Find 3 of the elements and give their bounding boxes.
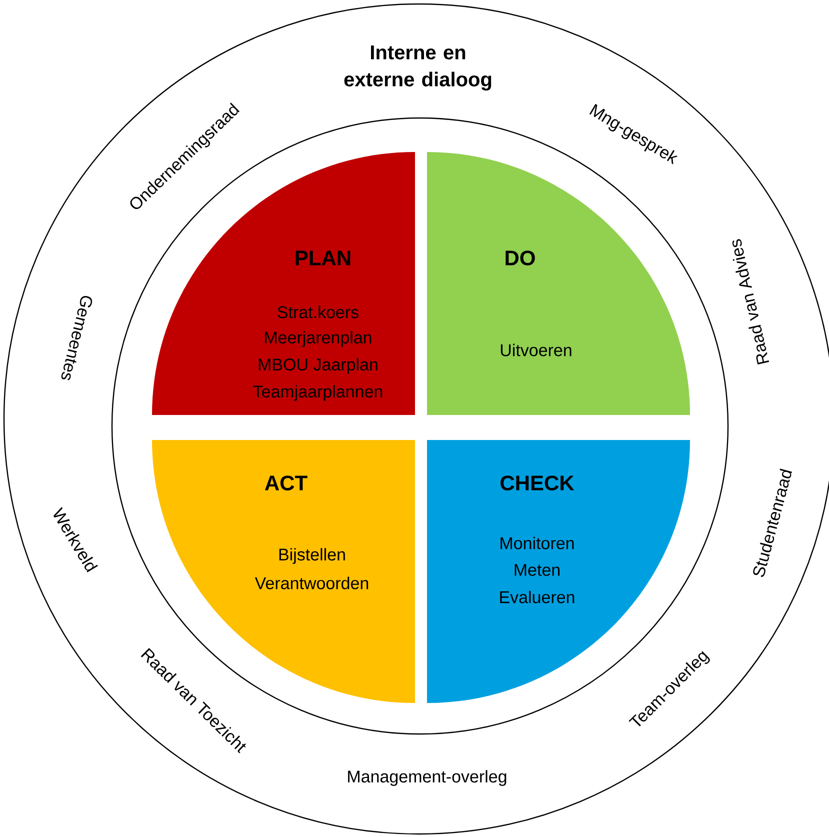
ring-label: Raad van Advies xyxy=(732,239,770,365)
title: Interne en externe dialoog xyxy=(344,46,492,90)
ring-label: Management-overleg xyxy=(348,770,506,786)
